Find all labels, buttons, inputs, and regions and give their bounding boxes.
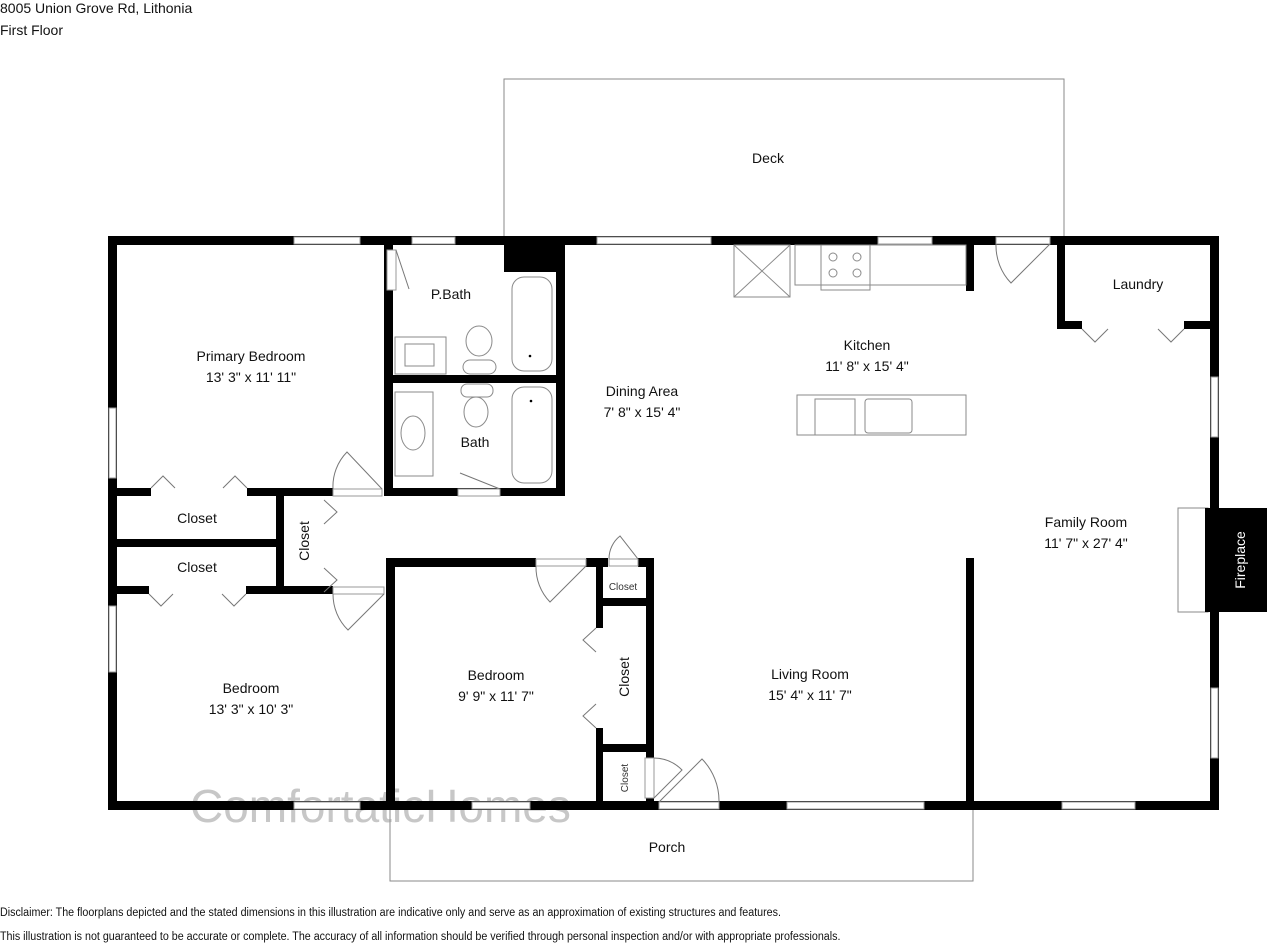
- room-closet-hall: Closet: [296, 521, 312, 561]
- room-living-room-dims: 15' 4" x 11' 7": [768, 687, 852, 703]
- room-deck: Deck: [752, 150, 785, 166]
- room-closet-2: Closet: [177, 559, 217, 575]
- toilet-pbath: [465, 325, 493, 357]
- property-address: 8005 Union Grove Rd, Lithonia: [0, 0, 193, 16]
- kitchen-island: [796, 394, 967, 436]
- counter-top: [794, 244, 967, 286]
- floor-label: First Floor: [0, 22, 63, 38]
- room-bedroom-2-dims: 9' 9" x 11' 7": [458, 688, 534, 704]
- doors: [148, 236, 1185, 810]
- windows: [108, 236, 1219, 810]
- room-living-room: Living Room: [771, 666, 849, 682]
- fireplace-block: [1205, 508, 1267, 612]
- room-dining-area-dims: 7' 8" x 15' 4": [604, 404, 681, 420]
- tub-pbath: [511, 276, 553, 372]
- toilet-bath: [463, 396, 489, 428]
- room-bath: Bath: [461, 434, 490, 450]
- room-kitchen-dims: 11' 8" x 15' 4": [825, 358, 909, 374]
- room-p-bath: P.Bath: [431, 286, 471, 302]
- stove: [820, 244, 871, 291]
- room-porch: Porch: [649, 839, 686, 855]
- hearth: [1177, 507, 1209, 613]
- disclaimer-line-2: This illustration is not guaranteed to b…: [0, 931, 841, 943]
- room-family-room-dims: 11' 7" x 27' 4": [1044, 535, 1128, 551]
- room-closet-1: Closet: [177, 510, 217, 526]
- room-bedroom-1: Bedroom: [223, 680, 280, 696]
- refrigerator: [733, 244, 791, 298]
- vanity-bath: [394, 391, 434, 477]
- room-fireplace: Fireplace: [1232, 531, 1248, 589]
- room-bedroom-2: Bedroom: [468, 667, 525, 683]
- room-closet-small-top: Closet: [609, 582, 638, 593]
- room-family-room: Family Room: [1045, 514, 1127, 530]
- tub-bath: [511, 386, 553, 484]
- room-dining-area: Dining Area: [606, 383, 679, 399]
- room-kitchen: Kitchen: [844, 337, 891, 353]
- deck-outline: [503, 78, 1065, 239]
- room-closet-bedroom2: Closet: [616, 657, 632, 697]
- fixtures: [394, 244, 1267, 613]
- disclaimer-line-1: Disclaimer: The floorplans depicted and …: [0, 907, 781, 919]
- room-bedroom-1-dims: 13' 3" x 10' 3": [209, 701, 294, 717]
- room-primary-bedroom-dims: 13' 3" x 11' 11": [206, 369, 296, 385]
- room-laundry: Laundry: [1113, 276, 1164, 292]
- room-closet-small-bottom: Closet: [620, 764, 631, 793]
- room-primary-bedroom: Primary Bedroom: [197, 348, 306, 364]
- vanity-pbath: [394, 336, 447, 375]
